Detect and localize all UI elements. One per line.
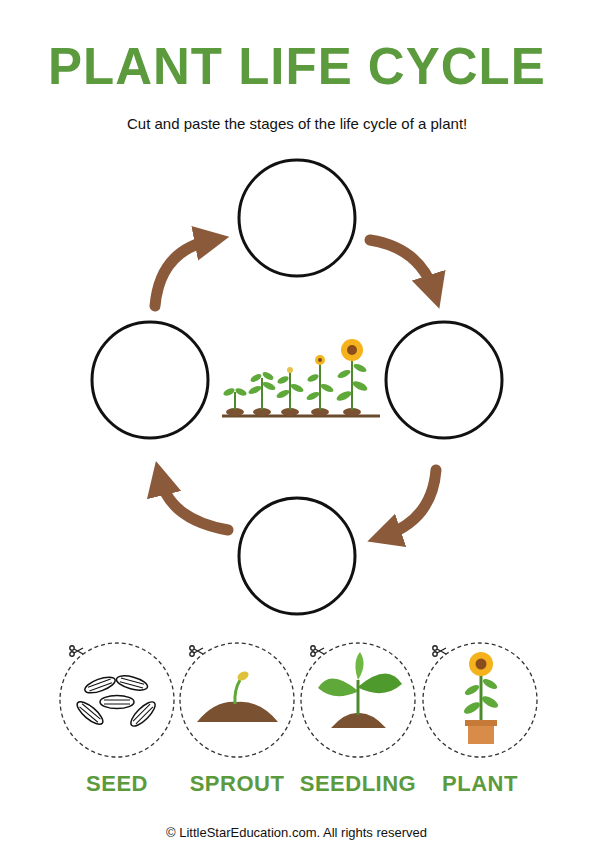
- cutout-card: SEED: [58, 641, 176, 799]
- cut-line: [301, 643, 415, 757]
- cycle-arrow: [155, 240, 436, 536]
- dashed-circle: [421, 641, 539, 759]
- sunflower-picture: [462, 652, 500, 744]
- empty-circle: [92, 160, 502, 614]
- cut-line: [180, 643, 294, 757]
- stage-label: SPROUT: [178, 771, 296, 797]
- cut-line: [423, 643, 537, 757]
- sprout-picture: [197, 670, 278, 722]
- instruction-text: Cut and paste the stages of the life cyc…: [127, 115, 467, 132]
- cutout-card: SPROUT: [178, 641, 296, 799]
- cut-line: [60, 643, 174, 757]
- seeds-picture: [74, 673, 159, 729]
- seedling-picture: [318, 652, 402, 728]
- dashed-circle: [58, 641, 176, 759]
- dashed-circle: [178, 641, 296, 759]
- cutout-card: PLANT: [421, 641, 539, 799]
- stage-label: SEED: [58, 771, 176, 797]
- growth-row: [222, 339, 380, 416]
- cutout-card: SEEDLING: [299, 641, 417, 799]
- stage-label: SEEDLING: [299, 771, 417, 797]
- copyright-note: © LittleStarEducation.com. All rights re…: [166, 825, 427, 840]
- title: PLANT LIFE CYCLE: [48, 37, 546, 96]
- stage-label: PLANT: [421, 771, 539, 797]
- dashed-circle: [299, 641, 417, 759]
